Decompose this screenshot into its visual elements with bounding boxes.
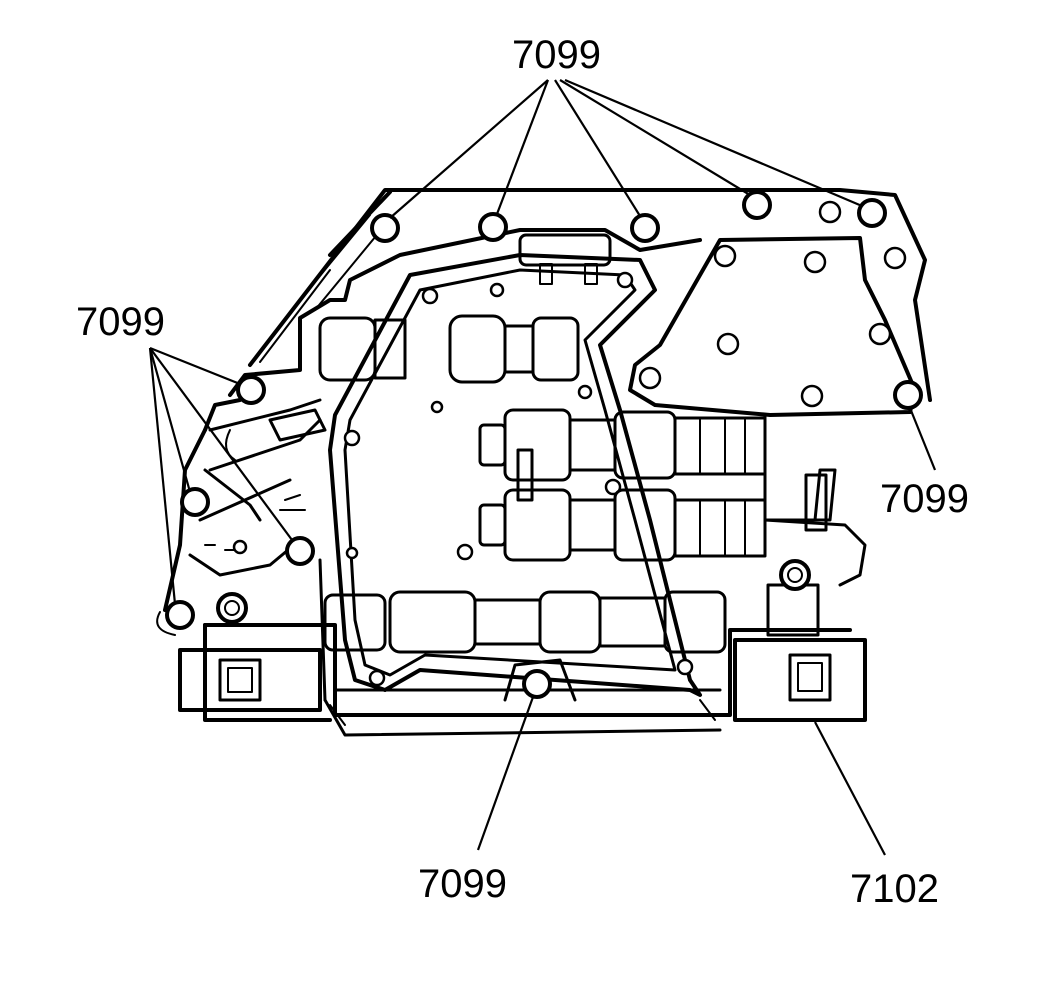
valve-spools (318, 233, 867, 654)
bolt-bottom (522, 669, 552, 699)
bolt-top-4 (742, 190, 772, 220)
leader-lines (148, 78, 937, 856)
bolt-left-4 (165, 600, 195, 630)
bolt-left-1 (236, 375, 266, 405)
bolt-top-1 (370, 213, 400, 243)
valve-body-casting (163, 188, 932, 737)
bolt-top-2 (478, 212, 508, 242)
bolt-left-2 (180, 487, 210, 517)
bolt-right (893, 380, 923, 410)
left-bracket (156, 398, 327, 636)
bolts-7099 (165, 190, 923, 699)
callout-right: 7099 (880, 477, 969, 521)
gasket-frame (328, 253, 702, 697)
callout-top: 7099 (512, 33, 601, 77)
left-solenoid (178, 592, 322, 712)
bolt-left-3 (285, 536, 315, 566)
callout-bottom: 7099 (418, 862, 507, 906)
bolt-top-5 (857, 198, 887, 228)
callout-left: 7099 (76, 300, 165, 344)
callout-solenoid: 7102 (850, 867, 939, 911)
callout-labels: 7099 7099 7099 7099 7102 (76, 33, 969, 911)
cover-plate (628, 200, 917, 417)
solenoid-7102 (733, 559, 867, 722)
bolt-top-3 (630, 213, 660, 243)
